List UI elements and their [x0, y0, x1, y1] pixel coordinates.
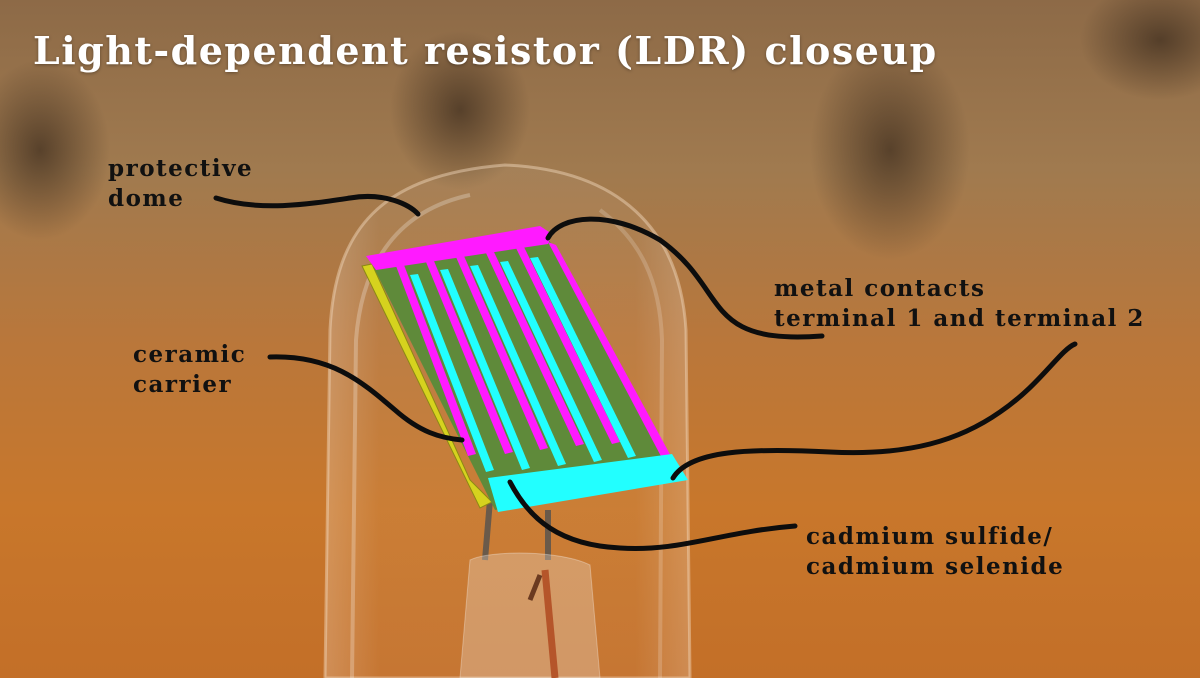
lead-wires	[459, 499, 601, 678]
label-line: ceramic	[133, 341, 247, 368]
metal-contact-terminal-2	[410, 257, 688, 512]
label-line: terminal 1 and terminal 2	[774, 305, 1145, 332]
leader-line-cadmium	[507, 479, 798, 552]
label-line: protective	[108, 155, 254, 182]
label-line: cadmium sulfide/	[806, 523, 1054, 550]
label-line: metal contacts	[774, 275, 986, 302]
leader-line-ceramic	[267, 354, 465, 443]
leader-line-terminal-2	[670, 341, 1078, 481]
label-cadmium: cadmium sulfide/ cadmium selenide	[806, 522, 1064, 582]
label-line: cadmium selenide	[806, 553, 1065, 580]
label-ceramic-carrier: ceramic carrier	[133, 340, 246, 400]
metal-contact-terminal-1	[366, 226, 672, 462]
leader-line-metal-contacts	[545, 216, 825, 340]
leader-line-dome	[213, 194, 421, 217]
leader-lines	[213, 194, 1078, 552]
label-protective-dome: protective dome	[108, 154, 253, 214]
label-metal-contacts: metal contacts terminal 1 and terminal 2	[774, 274, 1145, 334]
ceramic-carrier-edge	[361, 263, 493, 509]
diagram-title: Light-dependent resistor (LDR) closeup	[33, 28, 938, 73]
label-line: carrier	[133, 371, 233, 398]
label-line: dome	[108, 185, 185, 212]
